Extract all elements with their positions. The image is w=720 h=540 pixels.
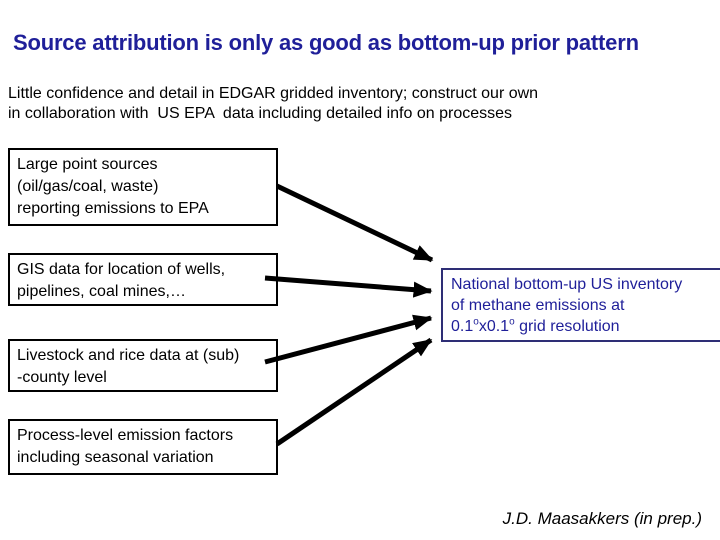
arrow-box2-to-result bbox=[264, 275, 433, 298]
result-box-line-1: National bottom-up US inventory bbox=[451, 276, 683, 293]
resolution-value: 0.1 bbox=[451, 318, 474, 335]
subtitle-line-2: in collaboration with US EPA data includ… bbox=[8, 105, 513, 122]
slide-title: Source attribution is only as good as bo… bbox=[13, 30, 639, 55]
subtitle-line-1: Little confidence and detail in EDGAR gr… bbox=[8, 85, 539, 102]
result-box-line-3: 0.1ox0.1o grid resolution bbox=[451, 316, 720, 337]
resolution-value: x0.1 bbox=[478, 318, 510, 335]
source-box-line: GIS data for location of wells, bbox=[17, 261, 226, 278]
source-box-large-point-sources: Large point sources (oil/gas/coal, waste… bbox=[8, 148, 278, 226]
source-box-line: reporting emissions to EPA bbox=[17, 200, 209, 217]
slide-subtitle: Little confidence and detail in EDGAR gr… bbox=[8, 84, 538, 124]
degree-superscript: o bbox=[509, 316, 515, 328]
result-box-line-2: of methane emissions at bbox=[451, 297, 625, 314]
arrow-box3-to-result bbox=[264, 314, 433, 365]
source-box-line: Large point sources bbox=[17, 156, 158, 173]
source-box-gis-data: GIS data for location of wells, pipeline… bbox=[8, 253, 278, 306]
source-box-line: pipelines, coal mines,… bbox=[17, 283, 186, 300]
source-box-line: Livestock and rice data at (sub) bbox=[17, 347, 240, 364]
source-box-emission-factors: Process-level emission factors including… bbox=[8, 419, 278, 475]
source-box-line: including seasonal variation bbox=[17, 449, 214, 466]
degree-superscript: o bbox=[473, 316, 479, 328]
result-box-national-inventory: National bottom-up US inventory of metha… bbox=[441, 268, 720, 342]
arrow-box1-to-result bbox=[275, 183, 434, 263]
source-box-line: Process-level emission factors bbox=[17, 427, 234, 444]
arrow-box4-to-result bbox=[275, 337, 433, 447]
source-box-livestock-rice: Livestock and rice data at (sub) -county… bbox=[8, 339, 278, 392]
source-box-line: -county level bbox=[17, 369, 107, 386]
resolution-label: grid resolution bbox=[514, 318, 620, 335]
source-box-line: (oil/gas/coal, waste) bbox=[17, 178, 159, 195]
attribution-text: J.D. Maasakkers (in prep.) bbox=[502, 509, 702, 528]
